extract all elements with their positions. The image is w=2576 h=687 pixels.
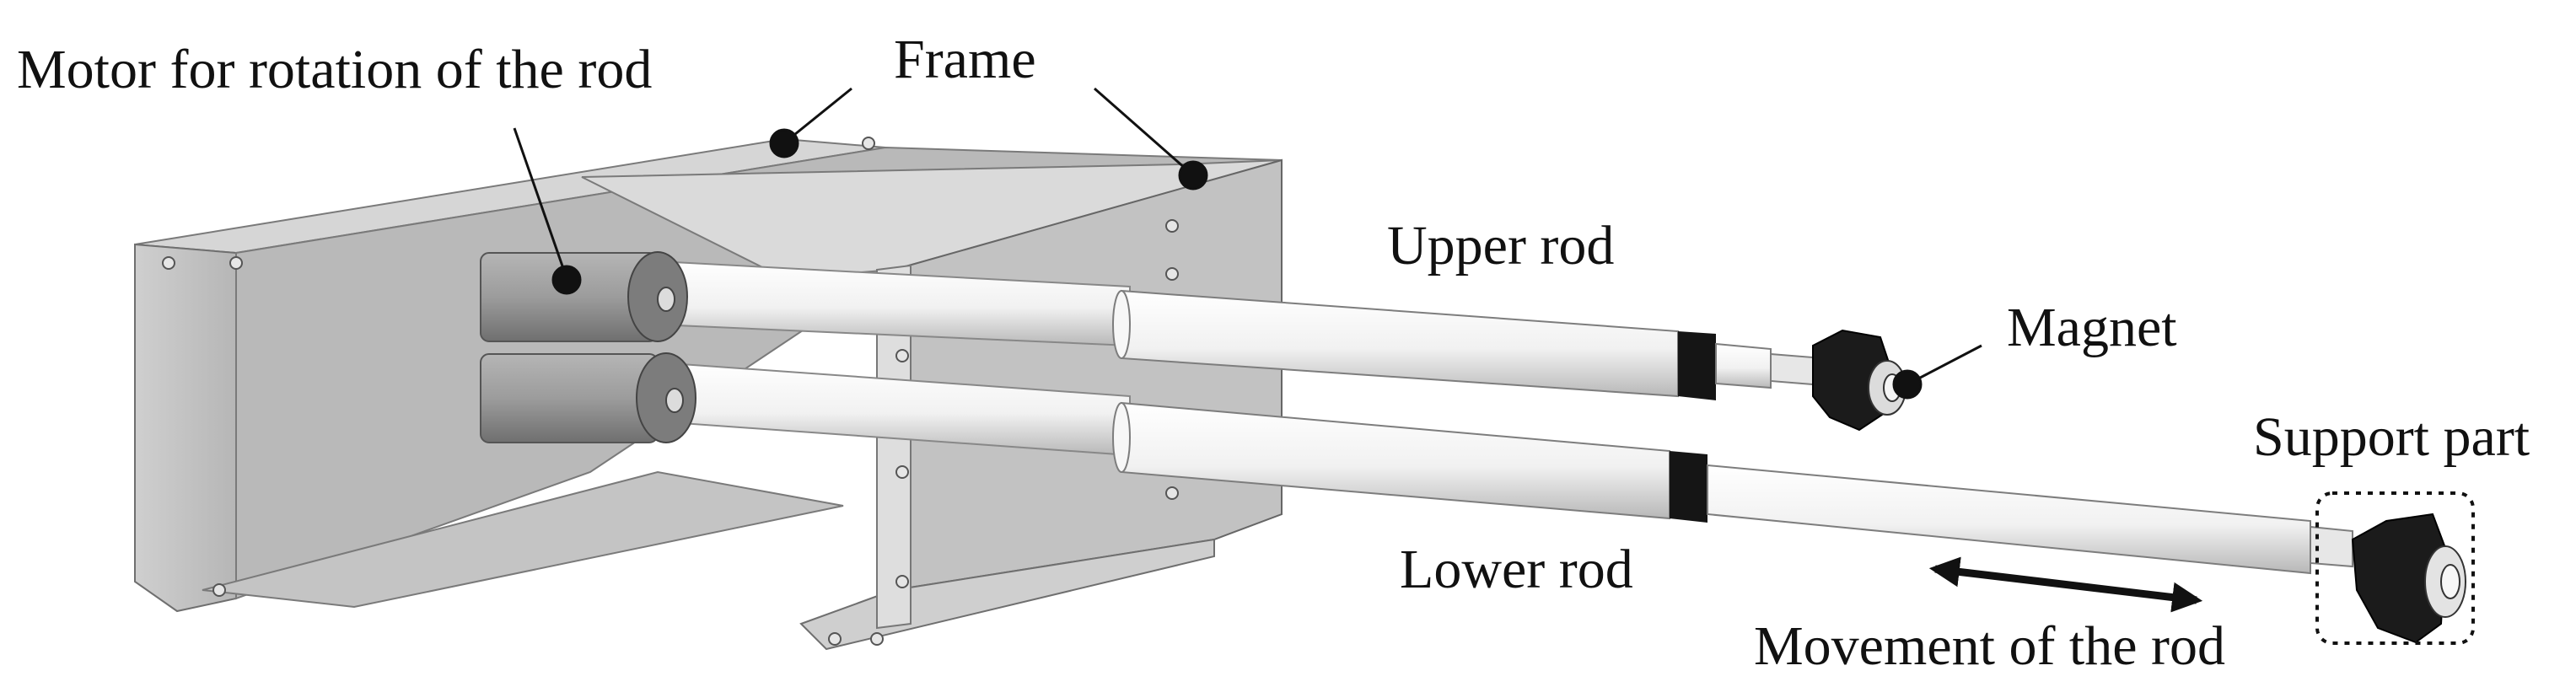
bolt [1165,219,1179,233]
bolt [1165,486,1179,500]
upper-rod-neck [1770,352,1814,386]
bolt [870,632,884,646]
bolt [828,632,842,646]
callout-leaders [513,87,1982,400]
frame-back-panel [134,243,237,613]
frame-leader-line-left [785,87,852,143]
magnet-label: Magnet [2007,297,2177,358]
support-part-core [2440,564,2460,599]
motor-leader-dot [551,265,582,295]
bolt [895,465,909,479]
upper-rod-band [1678,331,1716,400]
lower-motor-hub [665,388,684,413]
movement-label: Movement of the rod [1754,615,2225,677]
upper-rod-extension [1715,342,1772,389]
bolt [862,137,875,150]
lower-rod-extension [1707,464,2311,575]
lower-rod-neck [2310,525,2353,568]
bolt [1165,267,1179,281]
frame-leader-line-right [1094,87,1194,177]
bolt [212,583,226,597]
lower-rod-band [1670,451,1707,523]
support-part-outline [2315,491,2475,645]
lower-rod-label: Lower rod [1400,539,1633,600]
bolt [229,256,243,270]
movement-arrow [1928,556,2203,613]
lower-rod-end [1112,402,1131,473]
bolt [895,575,909,588]
bolt [162,256,175,270]
frame-leader-dot-left [769,128,799,158]
frame-bottom-rail [202,470,844,609]
support-part-body [2351,513,2447,644]
magnet-leader-dot [1892,369,1923,400]
upper-rod-end [1112,290,1131,359]
motor-label: Motor for rotation of the rod [17,39,652,100]
frame-leader-dot-right [1178,160,1208,191]
lower-rod-assembly [480,352,2475,645]
upper-rod-label: Upper rod [1387,215,1614,276]
bolt [895,349,909,362]
upper-rod-assembly [480,251,1906,432]
frame-label: Frame [894,29,1036,90]
support-part-label: Support part [2253,406,2530,468]
upper-motor-hub [657,287,675,312]
lower-motor-body [480,353,659,443]
motor-leader-line [513,127,568,279]
